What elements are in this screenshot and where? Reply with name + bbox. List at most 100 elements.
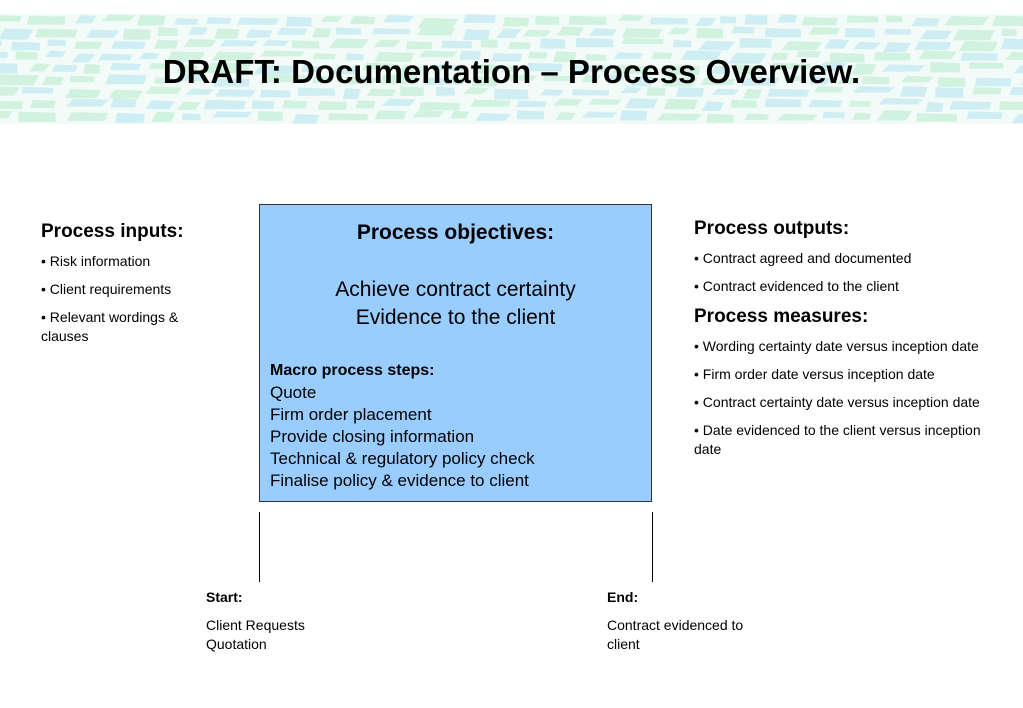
banner-tile	[829, 52, 865, 63]
banner-tile	[808, 26, 840, 35]
banner-tile	[67, 112, 108, 121]
banner-tile	[817, 62, 848, 72]
banner-tile	[41, 76, 64, 86]
banner-tile	[179, 74, 207, 82]
banner-tile	[575, 38, 614, 48]
banner-tile	[698, 40, 735, 51]
banner-tile	[861, 76, 890, 85]
banner-tile	[731, 99, 758, 108]
end-point: End: Contract evidenced to client	[607, 588, 757, 654]
process-inputs-heading: Process inputs:	[41, 221, 184, 242]
process-step: Finalise policy & evidence to client	[270, 471, 529, 490]
banner-tile	[65, 88, 102, 99]
banner-tile	[417, 17, 459, 29]
banner-tile	[766, 88, 810, 97]
banner-tile	[65, 98, 109, 107]
decorative-banner	[0, 14, 1023, 124]
banner-tile	[0, 110, 13, 119]
banner-tile	[259, 89, 291, 98]
banner-tile	[0, 100, 23, 109]
banner-tile	[17, 111, 56, 123]
banner-tile	[824, 39, 849, 49]
banner-tile	[881, 64, 926, 72]
banner-tile	[739, 38, 772, 48]
banner-tile	[381, 98, 416, 107]
banner-tile	[494, 88, 529, 100]
list-item: Client requirements	[41, 280, 221, 299]
banner-tile	[400, 86, 425, 96]
banner-tile	[852, 86, 896, 93]
banner-tile	[411, 110, 445, 118]
banner-tile	[342, 88, 361, 99]
banner-tile	[585, 53, 607, 61]
banner-tile	[98, 53, 133, 61]
banner-tile	[380, 74, 418, 85]
banner-tile	[291, 40, 320, 49]
list-item: Contract evidenced to the client	[694, 277, 994, 296]
banner-tile	[630, 76, 654, 87]
banner-tile	[366, 88, 397, 97]
banner-tile	[211, 111, 253, 118]
banner-tile	[157, 27, 179, 36]
banner-tile	[588, 98, 622, 105]
banner-tile	[958, 40, 998, 52]
banner-tile	[502, 16, 530, 27]
end-connector-line	[652, 512, 653, 582]
banner-tile	[742, 88, 763, 99]
banner-tile	[45, 50, 66, 58]
banner-tile	[145, 86, 183, 94]
banner-tile	[849, 100, 871, 107]
banner-tile	[701, 101, 725, 111]
banner-tile	[930, 62, 961, 73]
banner-tile	[297, 87, 336, 96]
banner-tile	[621, 28, 662, 38]
banner-tile	[122, 28, 151, 40]
process-outputs-heading: Process outputs:	[694, 218, 850, 239]
banner-tile	[1001, 28, 1017, 37]
banner-tile	[777, 14, 798, 23]
banner-tile	[328, 38, 369, 49]
banner-tile	[51, 64, 79, 72]
banner-tile	[581, 111, 618, 118]
banner-tile	[650, 52, 673, 59]
banner-tile	[459, 50, 482, 60]
banner-tile	[148, 62, 169, 69]
banner-tile	[251, 100, 274, 109]
banner-tile	[491, 53, 523, 62]
banner-tile	[435, 86, 455, 96]
banner-tile	[154, 39, 179, 49]
start-point: Start: Client Requests Quotation	[206, 588, 356, 654]
list-item: Contract agreed and documented	[694, 249, 994, 268]
banner-tile	[771, 62, 811, 70]
banner-tile	[26, 15, 66, 25]
banner-tile	[480, 38, 499, 48]
banner-tile	[73, 41, 103, 49]
banner-tile	[876, 110, 912, 121]
banner-tile	[205, 17, 232, 24]
banner-tile	[139, 52, 160, 60]
banner-tile	[47, 39, 67, 47]
banner-tile	[183, 38, 217, 47]
banner-tile	[681, 50, 722, 60]
banner-tile	[646, 87, 666, 96]
banner-tile	[808, 77, 831, 85]
banner-tile	[500, 65, 524, 73]
banner-tile	[796, 50, 821, 58]
banner-tile	[312, 76, 332, 84]
banner-tile	[731, 26, 755, 34]
page-title: DRAFT: Documentation – Process Overview.	[162, 53, 861, 90]
banner-tile	[555, 112, 576, 120]
banner-tile	[474, 113, 511, 121]
banner-tile	[29, 99, 56, 108]
banner-tile	[205, 62, 251, 74]
banner-tile	[568, 15, 607, 25]
banner-tile	[765, 28, 802, 38]
banner-tile	[836, 77, 861, 85]
banner-tile	[166, 51, 205, 62]
banner-tile	[349, 15, 376, 25]
process-outputs-list: Contract agreed and documented Contract …	[694, 249, 994, 296]
banner-tile	[673, 39, 692, 48]
banner-tile	[187, 26, 208, 35]
banner-tile	[573, 65, 606, 72]
banner-tile	[882, 41, 911, 53]
